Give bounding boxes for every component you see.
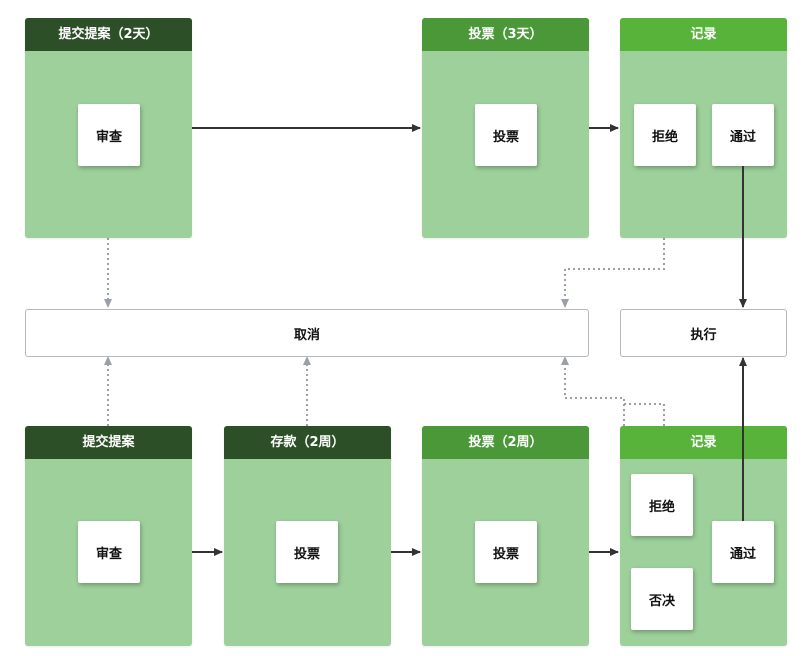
bottom-review-card: 审查 — [78, 521, 140, 583]
bottom-reject-card: 拒绝 — [631, 474, 693, 536]
top-pass-card: 通过 — [712, 104, 774, 166]
bottom-deposit-vote-card: 投票 — [276, 521, 338, 583]
top-lane-record-header: 记录 — [620, 18, 787, 51]
top-reject-card: 拒绝 — [634, 104, 696, 166]
bottom-reject-to-cancel-connector — [624, 403, 665, 426]
execute-bar: 执行 — [620, 309, 787, 357]
bottom-vote-card: 投票 — [475, 521, 537, 583]
bottom-veto-card: 否决 — [631, 568, 693, 630]
bottom-lane-deposit: 存款（2周） — [224, 426, 391, 646]
bottom-lane-vote-header: 投票（2周） — [422, 426, 589, 459]
bottom-veto-to-cancel-connector — [561, 356, 625, 426]
top-review-card: 审查 — [78, 104, 140, 166]
top-lane-vote-header: 投票（3天） — [422, 18, 589, 51]
bottom-pass-card: 通过 — [712, 521, 774, 583]
top-vote-card: 投票 — [475, 104, 537, 166]
cancel-bar: 取消 — [25, 309, 589, 357]
top-lane-submit-header: 提交提案（2天） — [25, 18, 192, 51]
bottom-lane-record-header: 记录 — [620, 426, 787, 459]
bottom-lane-deposit-header: 存款（2周） — [224, 426, 391, 459]
bottom-lane-submit-header: 提交提案 — [25, 426, 192, 459]
